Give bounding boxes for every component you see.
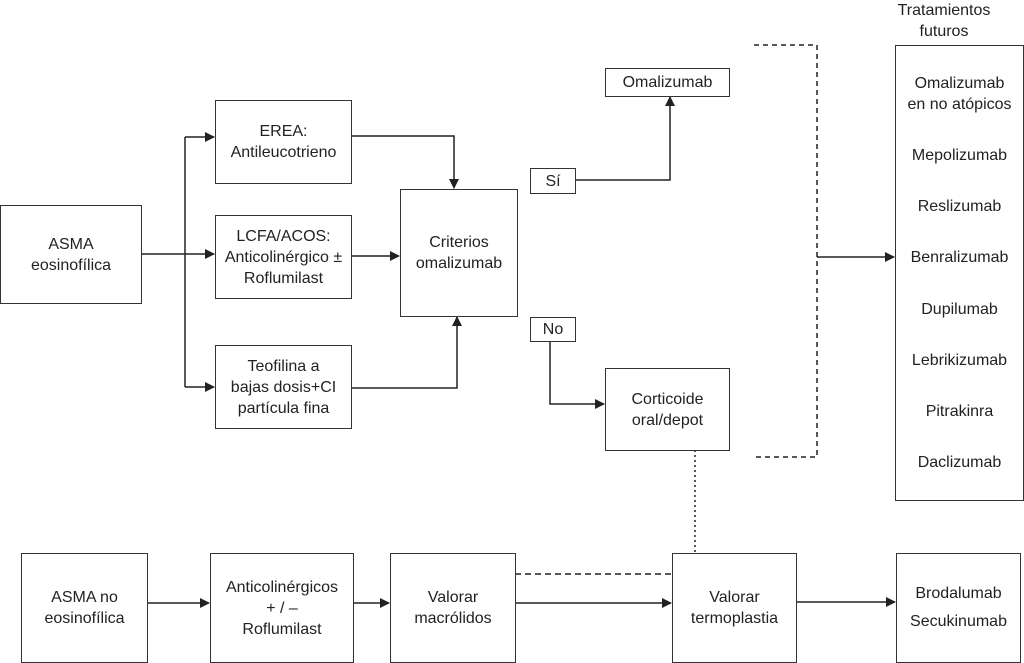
arrow-erea-to-criterios	[351, 135, 459, 189]
node-lcfa-acos: LCFA/ACOS: Anticolinérgico ± Roflumilast	[215, 215, 352, 299]
node-teofilina: Teofilina a bajas dosis+CI partícula fin…	[215, 345, 352, 429]
node-erea: EREA: Antileucotrieno	[215, 100, 352, 184]
future-item: Pitrakinra	[925, 402, 994, 420]
node-asma-no-eosinofilica: ASMA no eosinofílica	[21, 553, 148, 663]
node-valorar-termoplastia: Valorar termoplastia	[672, 553, 797, 663]
node-anticolinergicos: Anticolinérgicos + / – Roflumilast	[210, 553, 354, 663]
decision-yes-label: Sí	[530, 168, 576, 194]
node-corticoide: Corticoide oral/depot	[605, 368, 730, 451]
future-item: Lebrikizumab	[911, 351, 1008, 369]
node-brodalumab-secukinumab: Brodalumab Secukinumab	[896, 553, 1021, 663]
future-item: Daclizumab	[917, 453, 1002, 471]
node-asma-eosinofilica: ASMA eosinofílica	[0, 205, 142, 304]
decision-no-label: No	[530, 317, 576, 342]
node-omalizumab: Omalizumab	[605, 68, 730, 97]
arrow-si-to-omalizumab	[575, 96, 675, 181]
future-item: Benralizumab	[910, 249, 1009, 267]
future-treatments-title: Tratamientos futuros	[897, 2, 991, 40]
node-valorar-macrolidos: Valorar macrólidos	[390, 553, 516, 663]
future-item: Mepolizumab	[911, 147, 1008, 165]
dashed-bracket-future	[754, 44, 818, 458]
future-item: Dupilumab	[921, 300, 998, 318]
node-criterios-omalizumab: Criterios omalizumab	[400, 189, 518, 317]
arrow-teofilina-to-criterios	[351, 316, 462, 389]
future-item: Omalizumab en no atópicos	[907, 75, 1012, 114]
future-item: Reslizumab	[917, 198, 1002, 216]
arrow-no-to-corticoide	[549, 341, 605, 409]
future-treatments-list: Omalizumab en no atópicos Mepolizumab Re…	[895, 45, 1024, 501]
